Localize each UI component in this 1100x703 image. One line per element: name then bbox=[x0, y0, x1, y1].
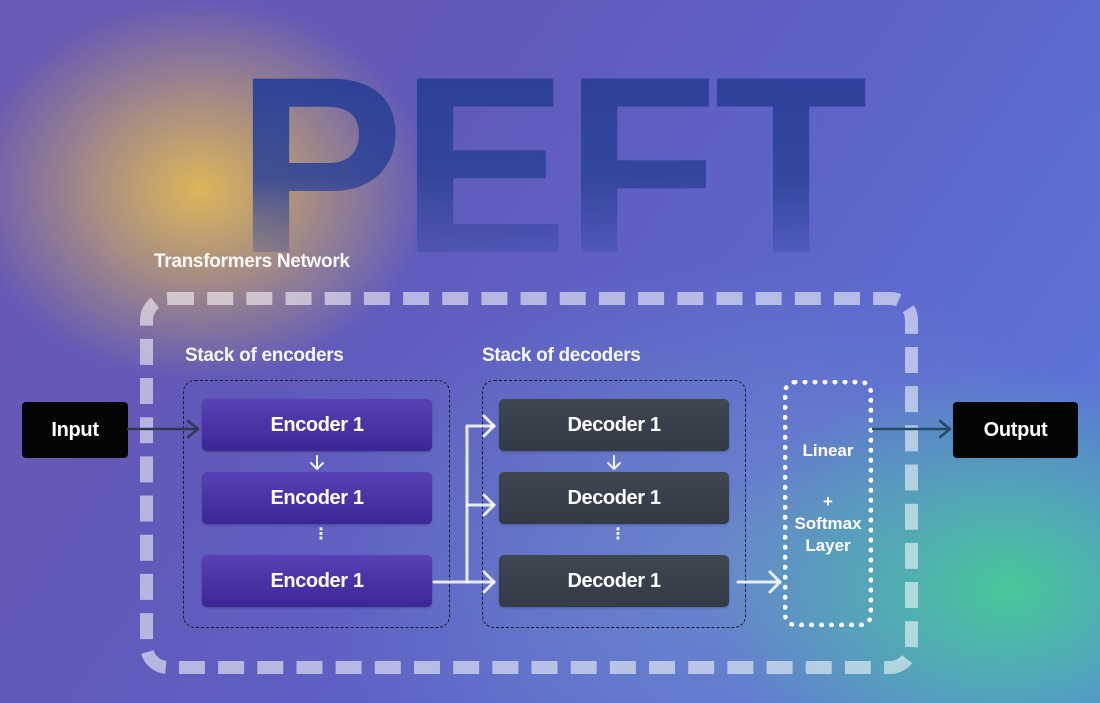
encoder-stack-box bbox=[183, 380, 450, 628]
decoder-block-3: Decoder 1 bbox=[499, 555, 729, 607]
input-box: Input bbox=[22, 402, 128, 458]
encoder-to-decoder-arrows bbox=[432, 414, 496, 594]
transformers-network-frame bbox=[140, 292, 918, 674]
linear-label: Linear bbox=[802, 441, 854, 460]
decoder-block-1: Decoder 1 bbox=[499, 399, 729, 451]
output-arrow bbox=[871, 419, 952, 439]
network-label: Transformers Network bbox=[154, 251, 350, 272]
encoder-down-arrow-1 bbox=[310, 455, 324, 470]
input-arrow bbox=[126, 419, 200, 439]
decoder-down-arrow-1 bbox=[607, 455, 621, 470]
plus-label: + bbox=[823, 492, 833, 511]
decoder-to-linear-arrow bbox=[736, 570, 782, 594]
decoder-block-2: Decoder 1 bbox=[499, 472, 729, 524]
linear-softmax-layer: Linear + Softmax Layer bbox=[783, 380, 873, 627]
encoder-block-1: Encoder 1 bbox=[202, 399, 432, 451]
encoders-stack-label: Stack of encoders bbox=[185, 345, 344, 366]
peft-title: PEFT bbox=[236, 46, 876, 286]
encoder-block-3: Encoder 1 bbox=[202, 555, 432, 607]
encoder-block-2: Encoder 1 bbox=[202, 472, 432, 524]
layer-label: Layer bbox=[805, 536, 851, 555]
softmax-label: Softmax bbox=[794, 514, 862, 533]
decoders-stack-label: Stack of decoders bbox=[482, 345, 641, 366]
output-box: Output bbox=[953, 402, 1078, 458]
